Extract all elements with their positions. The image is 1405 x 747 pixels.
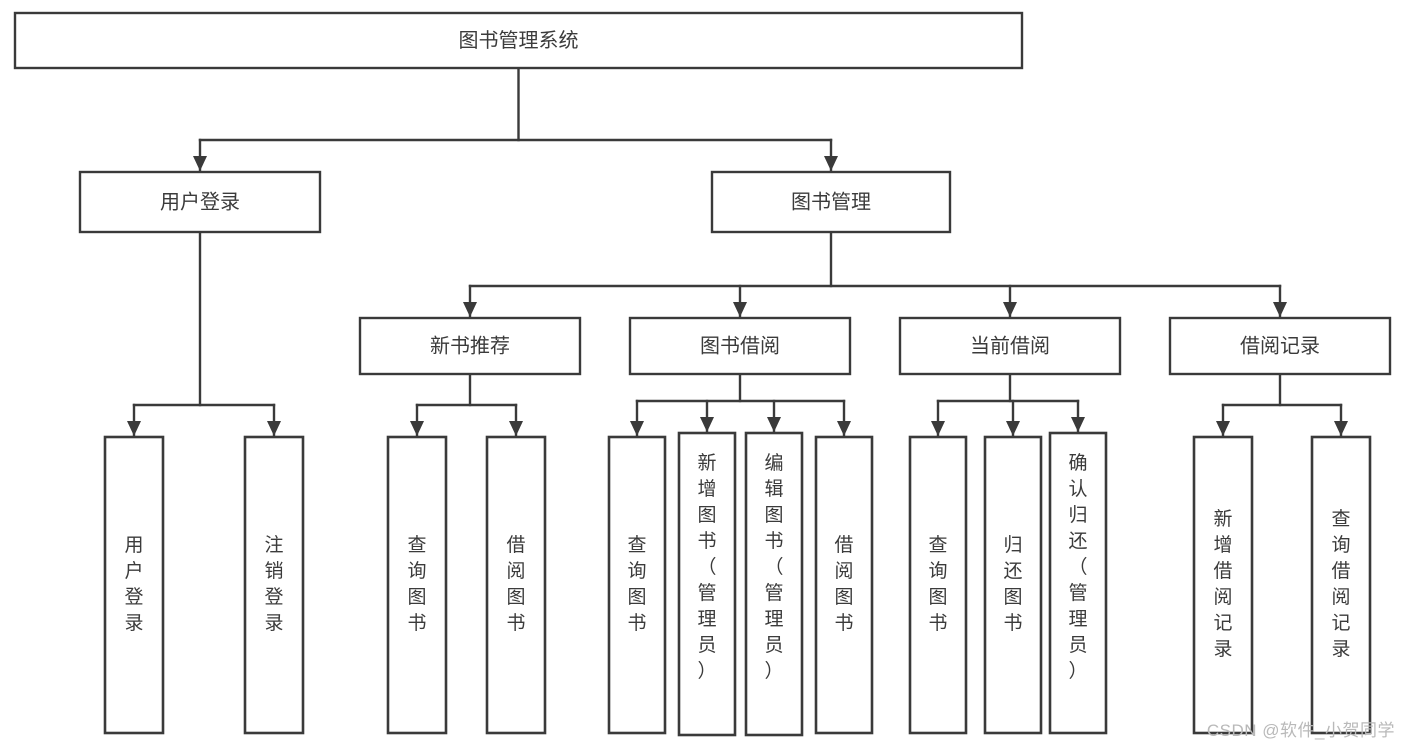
node-leaf-query-book-borrow[interactable]: 查询图书 xyxy=(607,435,667,735)
node-leaf-logout[interactable]: 注销登录 xyxy=(243,435,305,735)
arrow-head-icon xyxy=(824,156,838,171)
node-leaf-borrow-book[interactable]: 借阅图书 xyxy=(814,435,874,735)
node-borrow-record[interactable]: 借阅记录 xyxy=(1168,316,1392,376)
arrow-head-icon xyxy=(127,421,141,436)
node-label: 用户登录 xyxy=(124,535,143,634)
node-label: 新增图书（管理员） xyxy=(697,452,716,682)
edge-group-current-borrow xyxy=(931,372,1085,438)
node-leaf-borrow-book-recommend[interactable]: 借阅图书 xyxy=(485,435,547,735)
node-label: 新增借阅记录 xyxy=(1213,508,1232,660)
node-label: 图书管理 xyxy=(791,190,871,213)
edge-group-borrow-record xyxy=(1216,372,1348,438)
node-leaf-add-borrow-record[interactable]: 新增借阅记录 xyxy=(1192,435,1254,735)
node-label: 编辑图书（管理员） xyxy=(764,452,783,682)
edge-group-new-book-recommend xyxy=(410,372,523,438)
edge-group-book-management xyxy=(463,230,1287,319)
arrow-head-icon xyxy=(1273,302,1287,317)
node-leaf-edit-book-admin[interactable]: 编辑图书（管理员） xyxy=(744,431,804,737)
arrow-head-icon xyxy=(700,417,714,432)
arrow-head-icon xyxy=(410,421,424,436)
node-leaf-user-login[interactable]: 用户登录 xyxy=(103,435,165,735)
arrow-head-icon xyxy=(1071,417,1085,432)
node-label: 图书管理系统 xyxy=(459,29,579,52)
node-leaf-query-book-current[interactable]: 查询图书 xyxy=(908,435,968,735)
node-label: 图书借阅 xyxy=(700,334,780,357)
arrow-head-icon xyxy=(630,421,644,436)
arrow-head-icon xyxy=(267,421,281,436)
arrow-head-icon xyxy=(1334,421,1348,436)
arrow-head-icon xyxy=(1003,302,1017,317)
node-current-borrow[interactable]: 当前借阅 xyxy=(898,316,1122,376)
node-label: 查询图书 xyxy=(928,534,947,634)
arrow-head-icon xyxy=(193,156,207,171)
node-leaf-confirm-return-admin[interactable]: 确认归还（管理员） xyxy=(1048,431,1108,735)
node-root[interactable]: 图书管理系统 xyxy=(13,11,1024,70)
node-label: 确认归还（管理员） xyxy=(1068,452,1087,682)
arrow-head-icon xyxy=(463,302,477,317)
edge-group-root xyxy=(193,66,838,173)
node-label: 查询借阅记录 xyxy=(1331,508,1350,660)
node-label: 借阅图书 xyxy=(834,534,853,634)
node-user-login[interactable]: 用户登录 xyxy=(78,170,322,234)
arrow-head-icon xyxy=(733,302,747,317)
node-label: 归还图书 xyxy=(1003,534,1022,634)
node-book-management[interactable]: 图书管理 xyxy=(710,170,952,234)
connector-layer xyxy=(127,66,1348,438)
node-leaf-query-book-recommend[interactable]: 查询图书 xyxy=(386,435,448,735)
node-leaf-return-book[interactable]: 归还图书 xyxy=(983,435,1043,735)
node-label: 查询图书 xyxy=(407,534,426,634)
node-label: 用户登录 xyxy=(160,190,240,213)
arrow-head-icon xyxy=(509,421,523,436)
arrow-head-icon xyxy=(931,421,945,436)
node-leaf-query-borrow-record[interactable]: 查询借阅记录 xyxy=(1310,435,1372,735)
node-label: 注销登录 xyxy=(264,534,283,634)
node-label: 新书推荐 xyxy=(430,334,510,357)
arrow-head-icon xyxy=(837,421,851,436)
arrow-head-icon xyxy=(767,417,781,432)
arrow-head-icon xyxy=(1216,421,1230,436)
node-label: 借阅记录 xyxy=(1240,334,1320,357)
node-label: 查询图书 xyxy=(627,534,646,634)
edge-group-book-borrow xyxy=(630,372,851,438)
node-label: 借阅图书 xyxy=(506,534,525,634)
node-layer: 图书管理系统用户登录图书管理新书推荐图书借阅当前借阅借阅记录用户登录注销登录查询… xyxy=(13,11,1392,737)
arrow-head-icon xyxy=(1006,421,1020,436)
node-book-borrow[interactable]: 图书借阅 xyxy=(628,316,852,376)
node-label: 当前借阅 xyxy=(970,334,1050,357)
edge-group-user-login xyxy=(127,230,281,438)
node-new-book-recommend[interactable]: 新书推荐 xyxy=(358,316,582,376)
node-leaf-add-book-admin[interactable]: 新增图书（管理员） xyxy=(677,431,737,737)
